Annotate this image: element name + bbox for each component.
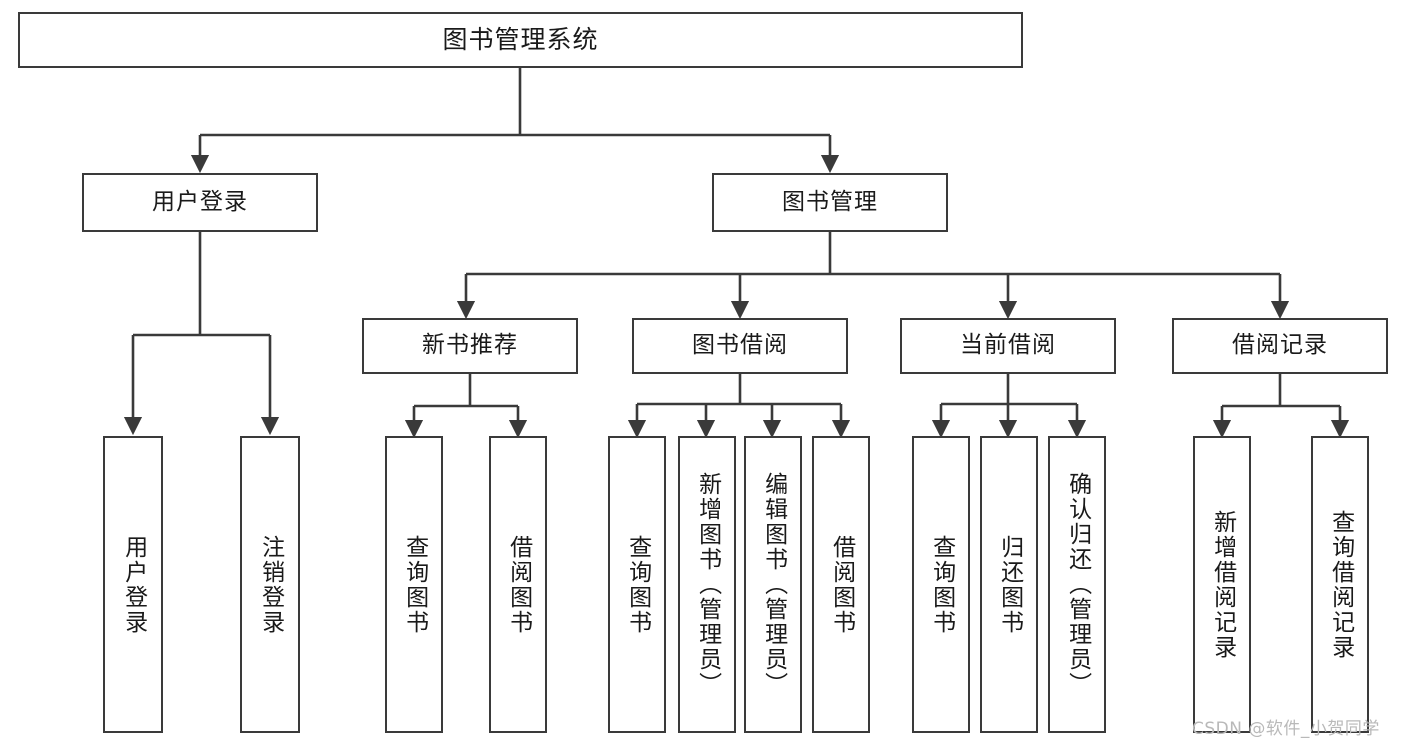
- node-label: 查询图书: [624, 534, 651, 635]
- node-book-management[interactable]: 图书管理: [712, 173, 948, 232]
- leaf-edit-book[interactable]: 编辑图书（管理员）: [744, 436, 802, 733]
- leaf-confirm-return[interactable]: 确认归还（管理员）: [1048, 436, 1106, 733]
- node-label: 图书管理: [782, 188, 878, 215]
- leaf-borrow-book-2[interactable]: 借阅图书: [812, 436, 870, 733]
- node-label: 当前借阅: [960, 332, 1056, 359]
- node-label: 用户登录: [120, 534, 147, 635]
- leaf-borrow-book-1[interactable]: 借阅图书: [489, 436, 547, 733]
- node-root-book-management-system[interactable]: 图书管理系统: [18, 12, 1023, 68]
- leaf-query-record[interactable]: 查询借阅记录: [1311, 436, 1369, 733]
- node-label: 确认归还（管理员）: [1064, 472, 1091, 697]
- node-label: 图书借阅: [692, 332, 788, 359]
- node-label: 查询借阅记录: [1327, 509, 1354, 660]
- node-label: 查询图书: [401, 534, 428, 635]
- node-label: 查询图书: [928, 534, 955, 635]
- node-label: 图书管理系统: [442, 25, 599, 55]
- leaf-logout-login[interactable]: 注销登录: [240, 436, 300, 733]
- node-label: 归还图书: [996, 534, 1023, 635]
- leaf-query-book-3[interactable]: 查询图书: [912, 436, 970, 733]
- node-label: 借阅图书: [828, 534, 855, 635]
- node-current-borrow[interactable]: 当前借阅: [900, 318, 1116, 374]
- csdn-watermark: CSDN @软件_小贺同学: [1192, 719, 1380, 739]
- node-label: 新增借阅记录: [1209, 509, 1236, 660]
- leaf-user-login[interactable]: 用户登录: [103, 436, 163, 733]
- leaf-query-book-1[interactable]: 查询图书: [385, 436, 443, 733]
- node-label: 借阅图书: [505, 534, 532, 635]
- node-label: 编辑图书（管理员）: [760, 472, 787, 697]
- node-borrow-record[interactable]: 借阅记录: [1172, 318, 1388, 374]
- node-label: 注销登录: [257, 534, 284, 635]
- node-user-login[interactable]: 用户登录: [82, 173, 318, 232]
- node-label: 新增图书（管理员）: [694, 472, 721, 697]
- node-label: 用户登录: [152, 188, 248, 215]
- leaf-add-record[interactable]: 新增借阅记录: [1193, 436, 1251, 733]
- leaf-return-book[interactable]: 归还图书: [980, 436, 1038, 733]
- node-label: 借阅记录: [1232, 332, 1328, 359]
- leaf-add-book[interactable]: 新增图书（管理员）: [678, 436, 736, 733]
- node-book-borrow[interactable]: 图书借阅: [632, 318, 848, 374]
- node-label: 新书推荐: [422, 332, 518, 359]
- leaf-query-book-2[interactable]: 查询图书: [608, 436, 666, 733]
- node-new-book-recommend[interactable]: 新书推荐: [362, 318, 578, 374]
